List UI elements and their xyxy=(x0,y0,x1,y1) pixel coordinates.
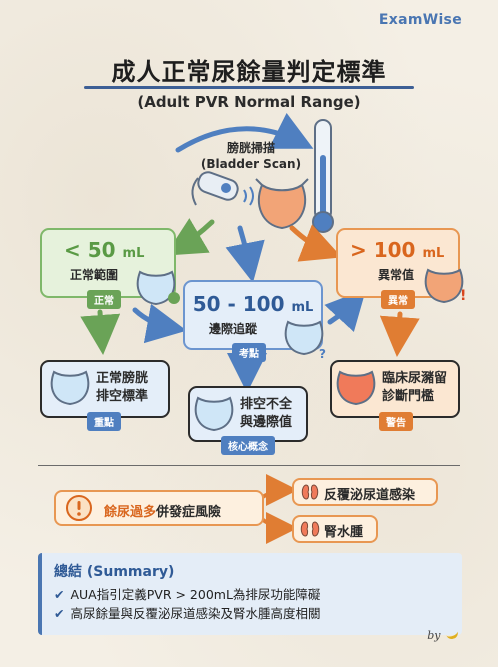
arrow-mid-to-high xyxy=(324,288,367,332)
scan-label-en: (Bladder Scan) xyxy=(200,157,302,172)
node-high-number: > 100 xyxy=(350,238,416,262)
outcome-normal-line1: 正常膀胱 xyxy=(96,371,149,386)
kidney-swollen-icon xyxy=(300,521,320,537)
node-mid-label: 邊際追蹤 xyxy=(208,322,257,336)
arrow-high-down xyxy=(379,311,420,357)
kidney-icon xyxy=(301,484,319,500)
arrow-to-mid xyxy=(225,225,265,283)
bladder-icon xyxy=(255,178,309,230)
risk-text-highlight: 餘尿過多 xyxy=(104,505,157,520)
summary-item-text: 高尿餘量與反覆泌尿道感染及腎水腫高度相關 xyxy=(70,606,321,622)
svg-text:!: ! xyxy=(460,288,466,304)
summary-item: ✔ 高尿餘量與反覆泌尿道感染及腎水腫高度相關 xyxy=(54,604,450,623)
complication-uti-label: 反覆泌尿道感染 xyxy=(324,488,416,503)
page-subtitle: (Adult PVR Normal Range) xyxy=(137,93,361,111)
risk-box: 餘尿過多併發症風險 xyxy=(54,490,264,526)
arrow-low-to-mid xyxy=(132,303,187,344)
node-mid-unit: mL xyxy=(291,300,314,315)
node-high-value: > 100 mL xyxy=(338,238,458,262)
node-low-label: 正常範圍 xyxy=(70,268,119,282)
outcome-clinical-line2: 診斷門檻 xyxy=(382,389,435,405)
outcome-incomplete-line1: 排空不全 xyxy=(240,397,293,412)
node-low: < 50 mL 正常範圍 xyxy=(40,228,176,298)
summary-item: ✔ AUA指引定義PVR > 200mL為排尿功能障礙 xyxy=(54,585,450,604)
outcome-incomplete-tag: 核心概念 xyxy=(221,436,275,455)
scanner-icon xyxy=(191,171,254,206)
page-title: 成人正常尿餘量判定標準 xyxy=(111,58,387,86)
node-mid-number: 50 - 100 xyxy=(192,292,285,316)
node-low-value: < 50 mL xyxy=(42,238,174,262)
scan-label-zh: 膀胱掃描 xyxy=(226,141,275,155)
scan-curve-arrow xyxy=(175,112,314,153)
risk-text: 餘尿過多併發症風險 xyxy=(104,501,221,520)
complication-hydronephrosis: 腎水腫 xyxy=(292,515,378,543)
outcome-clinical: 臨床尿瀦留 診斷門檻 xyxy=(330,360,460,418)
outcome-incomplete-line2: 與邊際值 xyxy=(240,415,293,431)
arrow-low-down xyxy=(80,309,121,355)
complication-hydronephrosis-label: 腎水腫 xyxy=(324,525,364,540)
node-high-tag: 異常 xyxy=(381,290,415,309)
outcome-clinical-tag: 警告 xyxy=(379,412,413,431)
summary-item-text: AUA指引定義PVR > 200mL為排尿功能障礙 xyxy=(70,587,321,602)
node-high-unit: mL xyxy=(422,246,445,261)
svg-text:?: ? xyxy=(319,347,326,361)
outcome-normal-line2: 排空標準 xyxy=(96,389,149,405)
node-low-tag: 正常 xyxy=(87,290,121,309)
complication-uti: 反覆泌尿道感染 xyxy=(292,478,438,506)
risk-text-rest: 併發症風險 xyxy=(156,505,222,520)
byline-text: by xyxy=(427,629,441,642)
byline: by xyxy=(427,626,460,642)
brand-logo: ExamWise xyxy=(378,12,462,28)
outcome-normal-tag: 重點 xyxy=(87,412,121,431)
section-divider xyxy=(38,465,460,466)
arrow-to-low xyxy=(165,218,215,256)
check-icon: ✔ xyxy=(54,587,65,602)
title-underline xyxy=(84,86,414,89)
exclamation-icon xyxy=(66,495,92,521)
node-low-number: < 50 xyxy=(64,238,116,262)
node-mid-tag: 考點 xyxy=(232,343,266,362)
summary-heading: 總結 (Summary) xyxy=(54,564,175,580)
banana-icon xyxy=(444,626,460,641)
outcome-clinical-line1: 臨床尿瀦留 xyxy=(382,371,448,386)
check-icon: ✔ xyxy=(54,606,65,622)
node-mid-value: 50 - 100 mL xyxy=(185,292,321,316)
arrow-to-high xyxy=(289,224,342,262)
summary-box: 總結 (Summary) ✔AUA指引定義PVR > 200mL為排尿功能障礙 … xyxy=(38,553,462,635)
scan-label: 膀胱掃描 (Bladder Scan) xyxy=(196,140,306,172)
node-low-unit: mL xyxy=(122,246,145,261)
thermometer-icon xyxy=(312,119,334,233)
node-high-label: 異常值 xyxy=(378,268,415,282)
